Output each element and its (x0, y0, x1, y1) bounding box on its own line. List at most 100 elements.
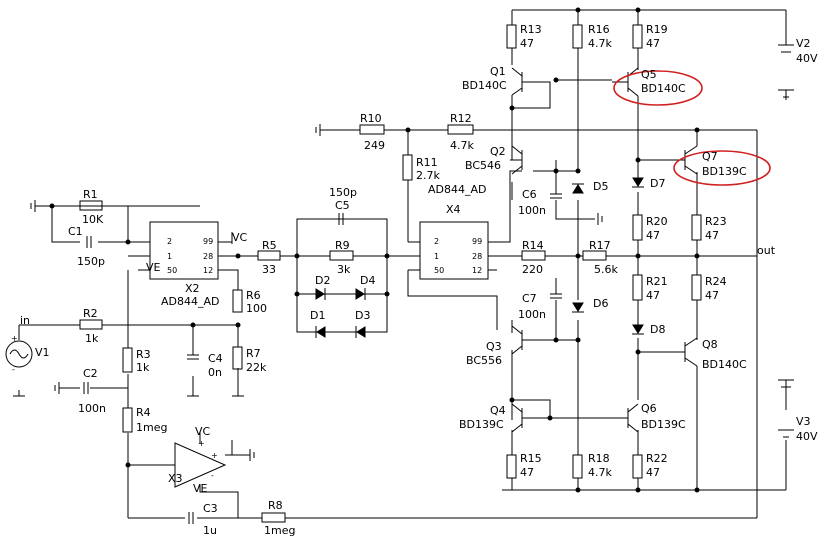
svg-text:V2: V2 (796, 37, 811, 50)
svg-text:47: 47 (520, 466, 534, 479)
svg-text:100n: 100n (518, 204, 546, 217)
svg-text:X4: X4 (446, 203, 461, 216)
svg-text:1: 1 (434, 252, 439, 261)
svg-text:VC: VC (195, 425, 211, 438)
svg-text:12: 12 (203, 266, 213, 275)
svg-text:R20: R20 (646, 215, 668, 228)
svg-text:100n: 100n (78, 402, 106, 415)
svg-text:C4: C4 (208, 352, 223, 365)
svg-text:R18: R18 (588, 452, 610, 465)
highlight-q7 (673, 150, 771, 186)
svg-text:2: 2 (434, 237, 439, 246)
svg-text:R16: R16 (588, 23, 610, 36)
svg-text:C2: C2 (83, 367, 98, 380)
diode-shapes (315, 177, 644, 338)
svg-text:VC: VC (232, 231, 248, 244)
svg-text:47: 47 (646, 466, 660, 479)
svg-text:C7: C7 (522, 292, 537, 305)
svg-text:BD139C: BD139C (641, 418, 686, 431)
svg-text:D5: D5 (593, 180, 608, 193)
svg-text:12: 12 (472, 266, 482, 275)
svg-text:V1: V1 (35, 346, 50, 359)
svg-text:40V: 40V (796, 430, 818, 443)
highlight-q5 (613, 70, 703, 106)
svg-text:V3: V3 (796, 415, 811, 428)
svg-text:D1: D1 (310, 309, 325, 322)
svg-text:220: 220 (522, 263, 543, 276)
svg-text:R6: R6 (246, 289, 261, 302)
svg-text:R11: R11 (416, 156, 438, 169)
svg-text:5.6k: 5.6k (594, 263, 618, 276)
svg-text:AD844_AD: AD844_AD (428, 183, 487, 196)
opamp-shapes (149, 221, 489, 488)
resistor-shapes (79, 24, 702, 523)
svg-text:1meg: 1meg (136, 421, 167, 434)
svg-text:in: in (20, 314, 30, 327)
svg-text:BD139C: BD139C (702, 165, 747, 178)
svg-text:2.7k: 2.7k (416, 169, 440, 182)
svg-text:28: 28 (203, 252, 213, 261)
capacitor-shapes (83, 193, 562, 524)
svg-text:R5: R5 (262, 239, 277, 252)
svg-text:R15: R15 (520, 452, 542, 465)
svg-text:R4: R4 (136, 406, 151, 419)
svg-text:D7: D7 (650, 177, 665, 190)
source-shapes (5, 44, 794, 438)
svg-text:47: 47 (705, 229, 719, 242)
svg-text:R1: R1 (83, 188, 98, 201)
svg-text:BD140C: BD140C (702, 358, 747, 371)
svg-text:R19: R19 (646, 23, 668, 36)
svg-text:BC556: BC556 (466, 354, 502, 367)
svg-text:Q8: Q8 (702, 338, 718, 351)
svg-text:R8: R8 (268, 499, 283, 512)
svg-text:R3: R3 (136, 348, 151, 361)
svg-text:AD844_AD: AD844_AD (161, 295, 220, 308)
svg-text:R24: R24 (705, 275, 727, 288)
svg-text:BD140C: BD140C (462, 79, 507, 92)
component-labels: R1 10K C1 150p R2 1k C2 100n in V1 X2 AD… (20, 23, 818, 537)
svg-text:47: 47 (520, 37, 534, 50)
svg-text:VE: VE (193, 482, 208, 495)
ground-symbols (13, 124, 603, 461)
svg-text:99: 99 (472, 237, 482, 246)
svg-text:Q1: Q1 (490, 65, 506, 78)
svg-text:47: 47 (646, 37, 660, 50)
svg-text:-: - (12, 365, 15, 374)
svg-text:47: 47 (646, 289, 660, 302)
svg-text:R7: R7 (246, 347, 261, 360)
svg-text:-: - (211, 471, 214, 480)
svg-text:22k: 22k (246, 361, 267, 374)
svg-text:40V: 40V (796, 52, 818, 65)
svg-text:50: 50 (167, 266, 177, 275)
svg-text:100n: 100n (518, 308, 546, 321)
svg-text:1k: 1k (85, 332, 99, 345)
svg-text:+: + (211, 451, 218, 460)
svg-text:Q4: Q4 (490, 404, 506, 417)
svg-text:C3: C3 (203, 502, 218, 515)
svg-text:Q6: Q6 (641, 402, 657, 415)
svg-text:X3: X3 (168, 472, 183, 485)
svg-text:Q2: Q2 (490, 145, 506, 158)
svg-text:0n: 0n (208, 366, 222, 379)
svg-text:R12: R12 (450, 112, 472, 125)
svg-text:3k: 3k (337, 263, 351, 276)
svg-text:1meg: 1meg (264, 524, 295, 537)
svg-text:1k: 1k (136, 361, 150, 374)
junction-dots (49, 7, 700, 493)
svg-text:R13: R13 (520, 23, 542, 36)
svg-text:BD140C: BD140C (641, 82, 686, 95)
svg-text:+: + (198, 439, 205, 448)
svg-text:R21: R21 (646, 275, 668, 288)
svg-text:249: 249 (364, 139, 385, 152)
svg-text:R9: R9 (335, 239, 350, 252)
svg-text:150p: 150p (329, 186, 357, 199)
svg-text:D4: D4 (360, 274, 375, 287)
svg-text:1u: 1u (203, 524, 217, 537)
svg-text:10K: 10K (82, 213, 104, 226)
svg-text:C6: C6 (522, 188, 537, 201)
svg-text:100: 100 (246, 302, 267, 315)
svg-text:50: 50 (434, 266, 444, 275)
svg-text:R23: R23 (705, 215, 727, 228)
svg-text:R10: R10 (360, 112, 382, 125)
